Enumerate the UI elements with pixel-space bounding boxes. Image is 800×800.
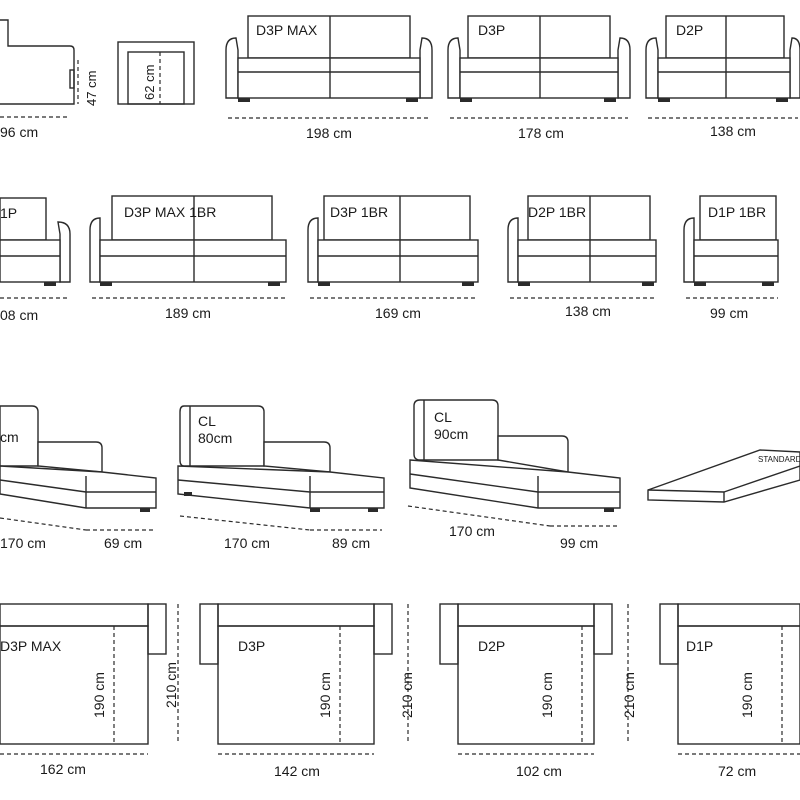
arm-height-label: 62 cm bbox=[142, 65, 157, 100]
d1p-1br-width: 99 cm bbox=[710, 305, 748, 321]
bed-d3p-total: 210 cm bbox=[399, 672, 415, 718]
bed-d1p-label: D1P bbox=[686, 638, 713, 654]
cl-b-width: 89 cm bbox=[332, 535, 370, 551]
cl-a-label: cm bbox=[0, 429, 19, 445]
sofa-d2p-1br: D2P 1BR 138 cm bbox=[507, 195, 657, 319]
d3p-max-label: D3P MAX bbox=[256, 22, 318, 38]
cl-c-length: 170 cm bbox=[449, 523, 495, 539]
d2p-1br-width: 138 cm bbox=[565, 303, 611, 319]
d3p-1br-width: 169 cm bbox=[375, 305, 421, 321]
cl-c-width: 99 cm bbox=[560, 535, 598, 551]
sofa-d3p-max-1br: D3P MAX 1BR 189 cm bbox=[89, 195, 287, 321]
side-width-label: 96 cm bbox=[0, 124, 38, 140]
cl-a-length: 170 cm bbox=[0, 535, 46, 551]
d3p-label: D3P bbox=[478, 22, 505, 38]
d3p-max-1br-label: D3P MAX 1BR bbox=[124, 204, 216, 220]
bed-d2p-width: 102 cm bbox=[516, 763, 562, 779]
chaise-longue-c: CL 90cm 170 cm 99 cm bbox=[407, 399, 621, 551]
mattress-label: STANDARD bbox=[758, 455, 800, 464]
cl-b-label: CL bbox=[198, 413, 216, 429]
chaise-longue-b: CL 80cm 170 cm 89 cm bbox=[177, 405, 385, 551]
side-height-label: 47 cm bbox=[84, 71, 99, 106]
sofa-d1p-partial: 1P 08 cm bbox=[0, 197, 71, 323]
d2p-width: 138 cm bbox=[710, 123, 756, 139]
cl-a-width: 69 cm bbox=[104, 535, 142, 551]
bed-d3p-label: D3P bbox=[238, 638, 265, 654]
cl-b-length: 170 cm bbox=[224, 535, 270, 551]
cl-b-size: 80cm bbox=[198, 430, 232, 446]
bed-d3p-max-width: 162 cm bbox=[40, 761, 86, 777]
d2p-label: D2P bbox=[676, 22, 703, 38]
bed-d3p-max-label: D3P MAX bbox=[0, 638, 62, 654]
cl-c-label: CL bbox=[434, 409, 452, 425]
bed-plan-d1p: D1P 190 cm 72 cm bbox=[659, 603, 800, 779]
bed-plan-d3p: D3P 190 cm 210 cm 142 cm bbox=[199, 603, 415, 779]
bed-d3p-sleep: 190 cm bbox=[317, 672, 333, 718]
bed-d1p-width: 72 cm bbox=[718, 763, 756, 779]
sofa-d2p: D2P 138 cm bbox=[645, 15, 800, 139]
sofa-d1p-1br: D1P 1BR 99 cm bbox=[683, 195, 779, 321]
sofa-d3p-max: D3P MAX 198 cm bbox=[225, 15, 433, 141]
d1p-width: 08 cm bbox=[0, 307, 38, 323]
d1p-1br-label: D1P 1BR bbox=[708, 204, 766, 220]
d3p-width: 178 cm bbox=[518, 125, 564, 141]
d2p-1br-label: D2P 1BR bbox=[528, 204, 586, 220]
d1p-label: 1P bbox=[0, 205, 17, 221]
bed-d3p-max-sleep: 190 cm bbox=[91, 672, 107, 718]
bed-plan-d3p-max: D3P MAX 190 cm 210 cm 162 cm bbox=[0, 603, 179, 777]
bed-d2p-sleep: 190 cm bbox=[539, 672, 555, 718]
d3p-max-width: 198 cm bbox=[306, 125, 352, 141]
d3p-max-1br-width: 189 cm bbox=[165, 305, 211, 321]
bed-d2p-label: D2P bbox=[478, 638, 505, 654]
bed-d3p-width: 142 cm bbox=[274, 763, 320, 779]
bed-d2p-total: 210 cm bbox=[621, 672, 637, 718]
sofa-d3p: D3P 178 cm bbox=[447, 15, 631, 141]
side-profile-view: 96 cm 47 cm bbox=[0, 19, 99, 140]
mattress: STANDARD bbox=[647, 449, 800, 503]
cl-c-size: 90cm bbox=[434, 426, 468, 442]
bed-d3p-max-total: 210 cm bbox=[163, 662, 179, 708]
bed-plan-d2p: D2P 190 cm 210 cm 102 cm bbox=[439, 603, 637, 779]
chaise-longue-a: cm 170 cm 69 cm bbox=[0, 405, 157, 551]
armrest-view: 62 cm bbox=[117, 41, 195, 105]
bed-d1p-sleep: 190 cm bbox=[739, 672, 755, 718]
sofa-d3p-1br: D3P 1BR 169 cm bbox=[307, 195, 479, 321]
d3p-1br-label: D3P 1BR bbox=[330, 204, 388, 220]
